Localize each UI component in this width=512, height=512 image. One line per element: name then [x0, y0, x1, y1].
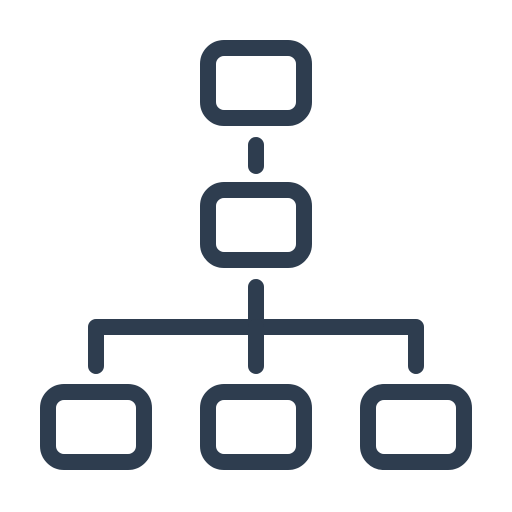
top-node-box: [200, 40, 312, 126]
bottom-left-node-box: [40, 384, 152, 470]
bottom-right-node-box: [360, 384, 472, 470]
middle-node-box: [200, 182, 312, 268]
bottom-center-node-box: [200, 384, 312, 470]
